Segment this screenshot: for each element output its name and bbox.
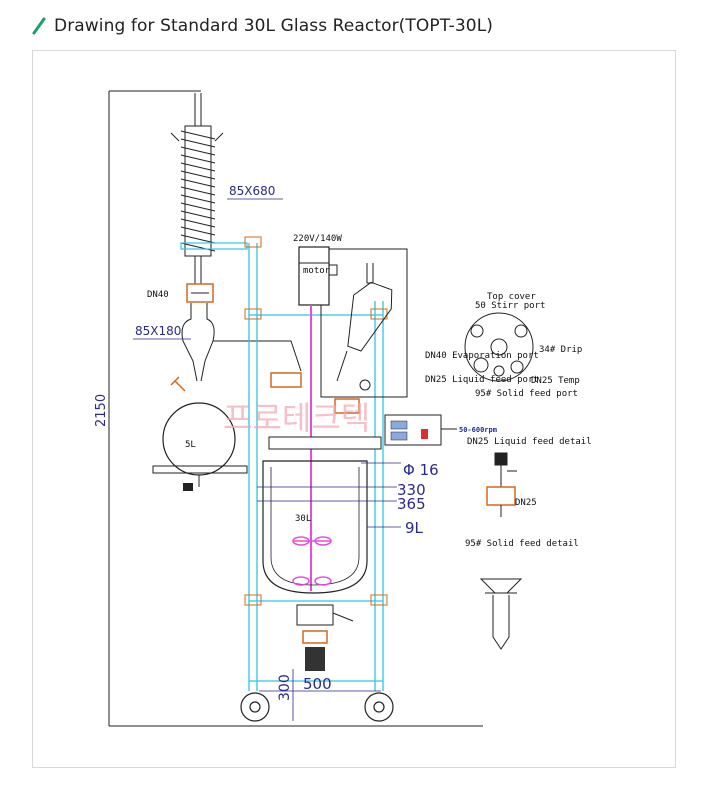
reactor-vessel xyxy=(262,460,368,594)
drawing-frame: 2150 85X680 DN40 85X180 xyxy=(32,50,676,768)
watermark: 프로테크텍 xyxy=(223,399,370,437)
label-receiver-volume: 5L xyxy=(185,440,196,450)
dim-base-width: 500 xyxy=(303,675,332,693)
dim-inner: 330 xyxy=(397,481,426,499)
liquid-feed-valve xyxy=(486,452,517,517)
label-liquid-flange: DN25 xyxy=(515,498,537,508)
label-stirr-port: 50 Stirr port xyxy=(475,301,545,311)
dim-outer: 365 xyxy=(397,495,426,513)
page-title: Drawing for Standard 30L Glass Reactor(T… xyxy=(54,16,494,36)
dim-rod: Φ 16 xyxy=(403,461,439,479)
label-speed-range: 50-600rpm xyxy=(459,426,497,434)
label-vessel-volume: 30L xyxy=(295,514,311,524)
label-evaporation-port: DN40 Evaporation port xyxy=(425,351,539,361)
label-liquid-feed-port: DN25 Liquid feed port xyxy=(425,375,539,385)
label-flask-neck-size: 85X180 xyxy=(135,324,181,338)
dim-base-height: 300 xyxy=(277,674,293,701)
solid-feed-funnel xyxy=(479,578,523,650)
label-motor: motor xyxy=(303,266,331,276)
label-motor-spec: 220V/140W xyxy=(293,234,342,244)
label-liquid-detail: DN25 Liquid feed detail xyxy=(467,437,592,447)
top-cover-diagram xyxy=(464,312,534,382)
label-condenser-size: 85X680 xyxy=(229,184,275,198)
caster-wheels xyxy=(240,692,394,722)
label-solid-detail: 95# Solid feed detail xyxy=(465,539,579,549)
control-box xyxy=(384,414,442,446)
label-solid-feed-port: 95# Solid feed port xyxy=(475,389,578,399)
label-flange-dn40: DN40 xyxy=(147,290,169,300)
label-top-cover: Top cover xyxy=(487,292,536,302)
label-drip: 34# Drip xyxy=(539,345,582,355)
motor xyxy=(298,246,330,306)
page-header: Drawing for Standard 30L Glass Reactor(T… xyxy=(32,12,493,40)
dim-total-height: 2150 xyxy=(94,394,109,427)
label-temp: DN25 Temp xyxy=(531,376,580,386)
label-jacket-volume: 9L xyxy=(405,519,424,537)
reactor-drawing: 2150 85X680 DN40 85X180 xyxy=(94,90,592,727)
condenser-coil xyxy=(170,93,224,286)
slash-icon xyxy=(32,17,46,35)
